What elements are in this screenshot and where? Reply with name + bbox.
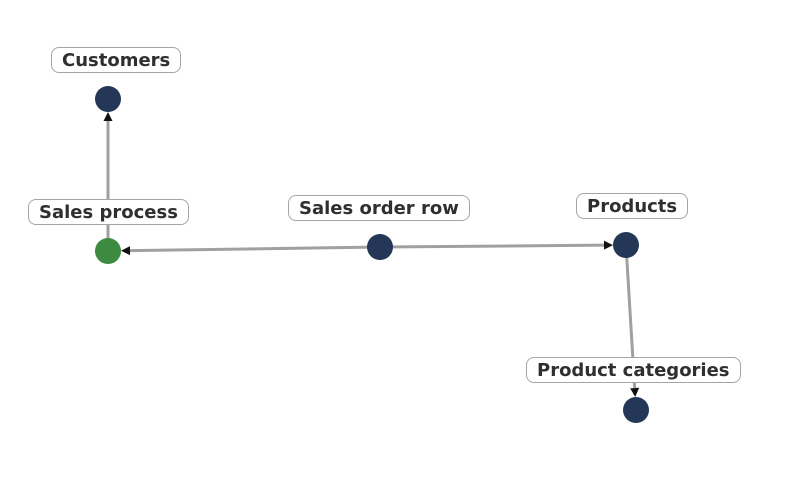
node-label-product-categories[interactable]: Product categories xyxy=(526,357,741,383)
arrowhead-icon xyxy=(103,112,113,121)
node-products[interactable] xyxy=(613,232,639,258)
node-label-customers[interactable]: Customers xyxy=(51,47,182,73)
node-label-sales-order-row[interactable]: Sales order row xyxy=(288,195,470,221)
node-product-categories[interactable] xyxy=(623,397,649,423)
edge-sales-order-row-to-sales-process xyxy=(129,245,381,253)
node-sales-process[interactable] xyxy=(95,238,121,264)
node-customers[interactable] xyxy=(95,86,121,112)
arrowhead-icon xyxy=(603,240,614,250)
arrowhead-icon xyxy=(120,246,131,256)
arrowhead-icon xyxy=(630,387,640,398)
node-sales-order-row[interactable] xyxy=(367,234,393,260)
edge-sales-order-row-to-products xyxy=(379,243,605,249)
node-label-products[interactable]: Products xyxy=(576,193,689,219)
node-label-sales-process[interactable]: Sales process xyxy=(28,199,189,225)
